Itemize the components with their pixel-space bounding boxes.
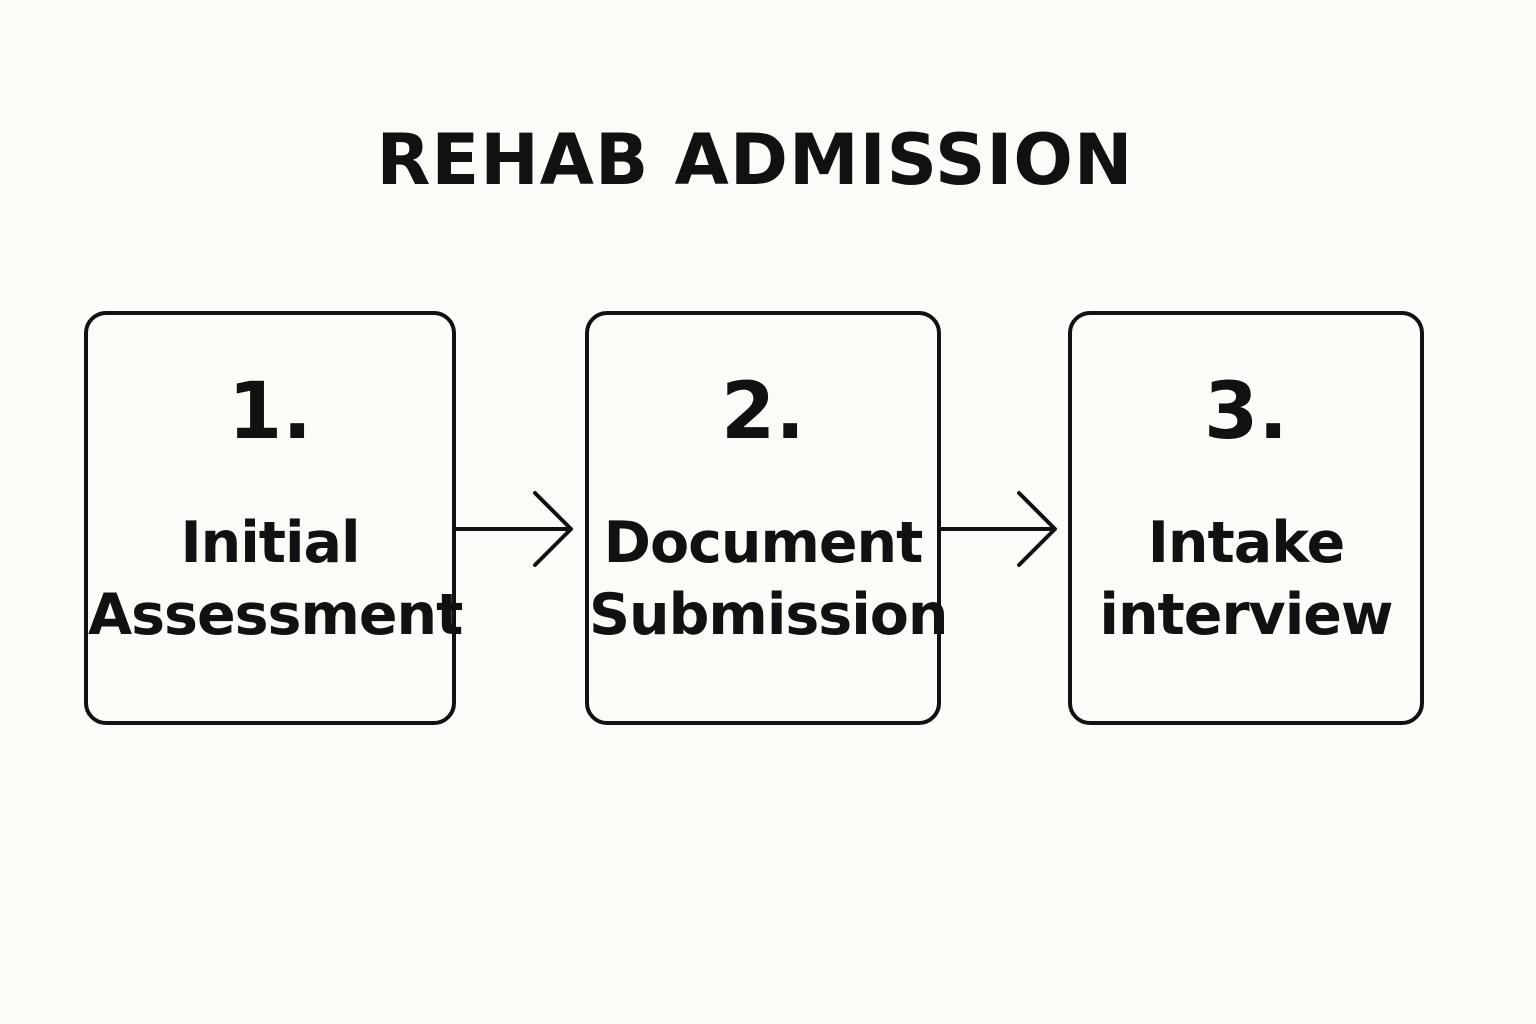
step-number: 3.	[1204, 367, 1288, 457]
step-label-line: Document	[603, 510, 924, 576]
step-label-line: Assessment	[88, 582, 463, 648]
step-label-line: Intake	[1147, 510, 1346, 576]
step-number: 2.	[721, 367, 805, 457]
step-box-3: 3. Intake interview	[1068, 311, 1424, 725]
step-label: Intake interview	[1072, 507, 1420, 651]
step-number: 1.	[228, 367, 312, 457]
step-box-1: 1. Initial Assessment	[84, 311, 463, 725]
arrow-right-icon	[454, 491, 573, 567]
step-label-line: Initial	[180, 510, 360, 576]
step-box-2: 2. Document Submission	[585, 311, 949, 725]
step-label: Initial Assessment	[88, 507, 463, 651]
step-label-line: interview	[1099, 582, 1393, 648]
step-label: Document Submission	[589, 507, 949, 651]
diagram-title: REHAB ADMISSION	[376, 119, 1134, 201]
arrow-right-icon	[939, 491, 1057, 567]
step-label-line: Submission	[589, 582, 949, 648]
